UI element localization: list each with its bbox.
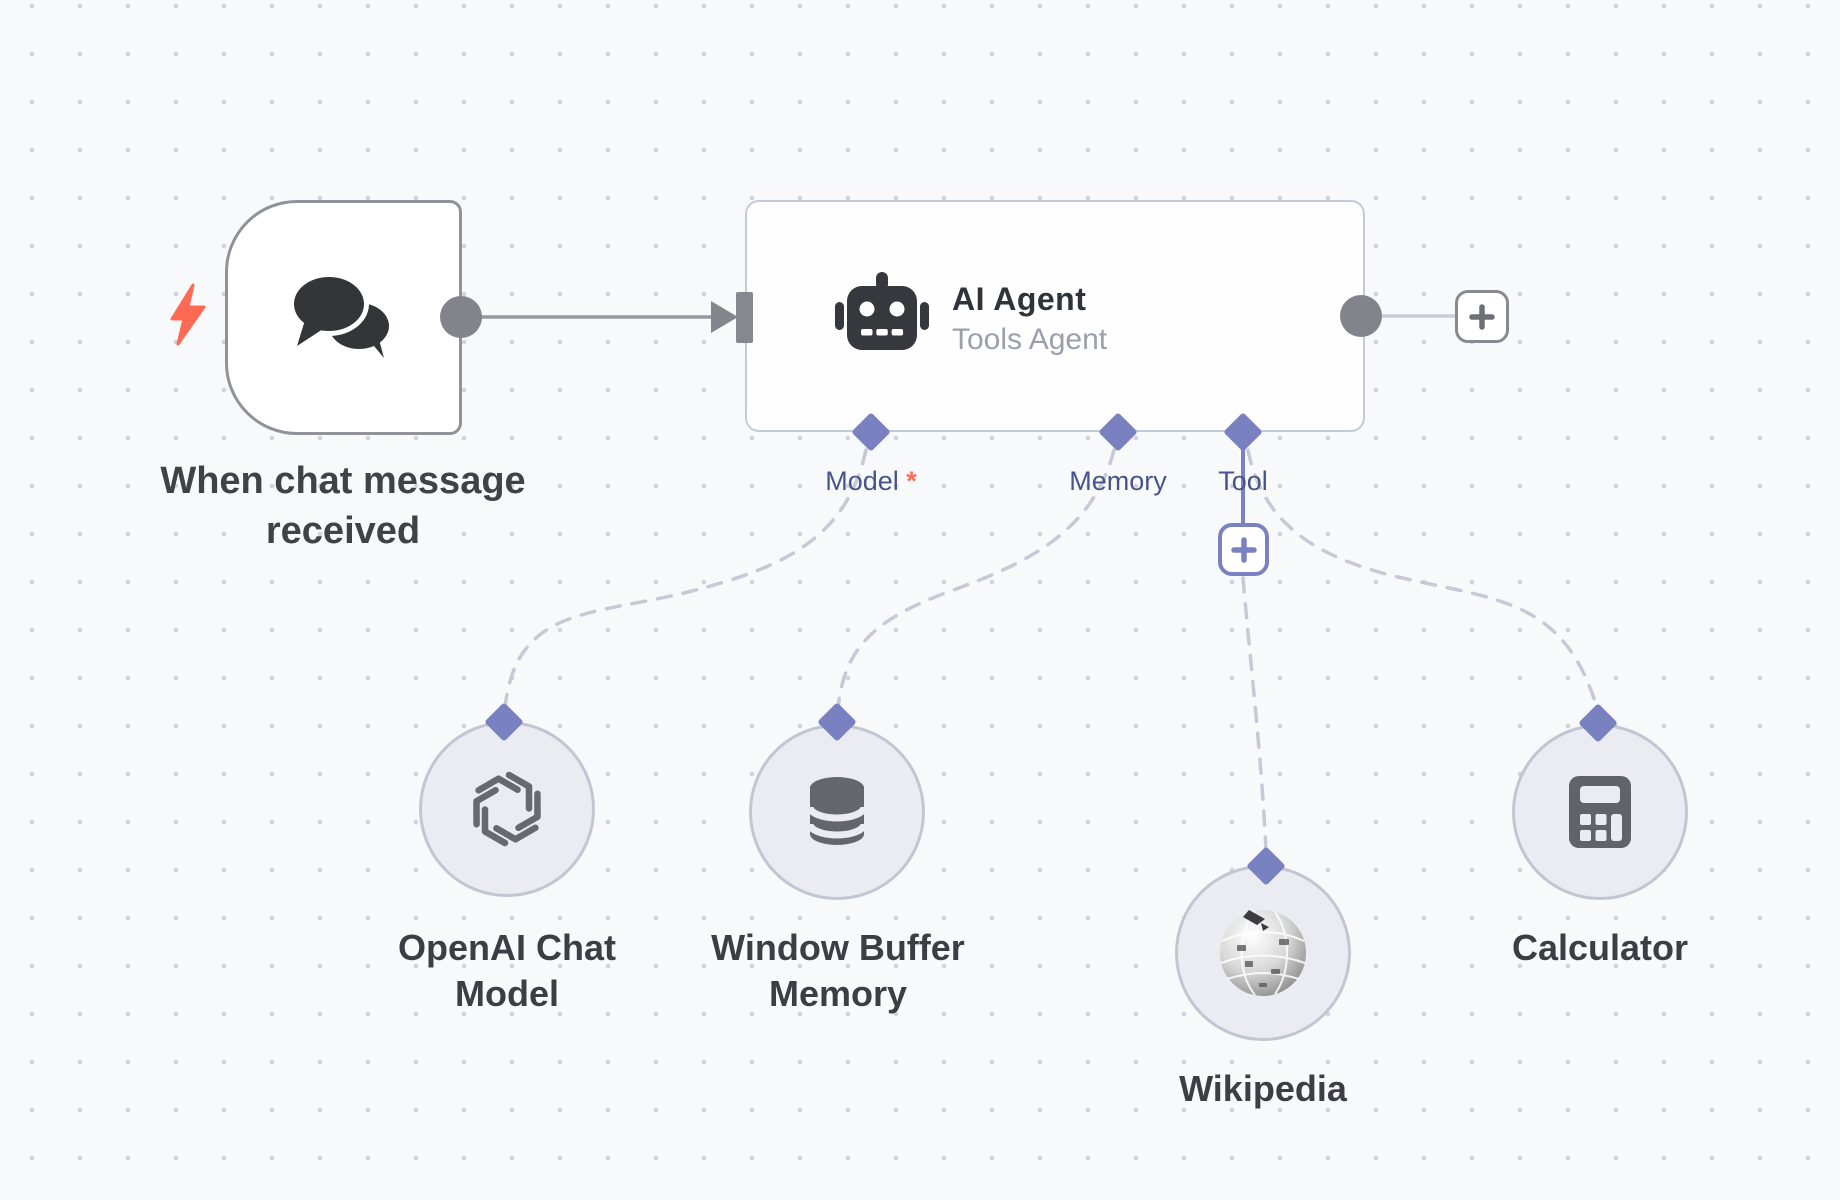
lightning-bolt-icon <box>170 283 206 346</box>
add-tool-button[interactable] <box>1218 523 1269 576</box>
window-buffer-memory-node[interactable] <box>749 724 925 900</box>
window-buffer-memory-node-label: Window Buffer Memory <box>711 927 965 1014</box>
agent-model-port-label: Model * <box>825 466 917 496</box>
connection-model-to-openai[interactable] <box>503 448 868 710</box>
robot-icon <box>835 272 929 350</box>
agent-memory-port-label: Memory <box>1069 466 1167 496</box>
database-icon <box>806 777 868 845</box>
calculator-icon <box>1569 776 1631 848</box>
agent-tool-port-label: Tool <box>1218 466 1268 496</box>
trigger-node-label: When chat message received <box>160 460 526 552</box>
openai-logo-icon <box>473 771 541 847</box>
wikipedia-globe-icon <box>1220 910 1306 996</box>
openai-node-label: OpenAI Chat Model <box>397 927 617 1014</box>
plus-icon <box>1230 536 1257 563</box>
wikipedia-node-label: Wikipedia <box>1179 1068 1347 1109</box>
connection-memory-to-buffer[interactable] <box>836 448 1116 710</box>
trigger-output-port[interactable] <box>440 296 482 338</box>
chat-bubbles-icon <box>291 272 389 358</box>
wikipedia-node[interactable] <box>1175 865 1351 1041</box>
openai-chat-model-node[interactable] <box>419 721 595 897</box>
add-node-button[interactable] <box>1455 290 1509 343</box>
agent-input-port[interactable] <box>736 292 753 343</box>
connection-tool-to-calculator[interactable] <box>1246 448 1599 710</box>
plus-icon <box>1469 303 1495 330</box>
calculator-node-label: Calculator <box>1511 927 1689 968</box>
agent-node-subtitle: Tools Agent <box>952 323 1108 356</box>
calculator-node[interactable] <box>1512 724 1688 900</box>
agent-output-port[interactable] <box>1340 295 1382 337</box>
connection-tool-to-wikipedia[interactable] <box>1241 576 1268 854</box>
connection-arrowhead-icon <box>711 301 738 333</box>
agent-node-title: AI Agent <box>952 281 1087 317</box>
